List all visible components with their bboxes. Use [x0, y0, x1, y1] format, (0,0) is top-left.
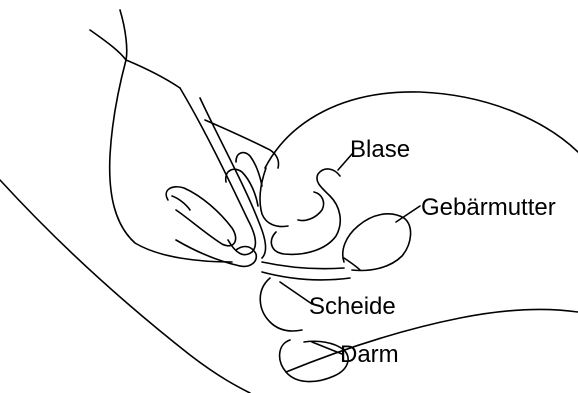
- finger-curled-2: [226, 169, 258, 206]
- leader-gebaermutter: [396, 206, 420, 222]
- finger-curled-1: [166, 187, 235, 246]
- abdomen-outline: [265, 92, 578, 168]
- leader-scheide: [280, 282, 312, 304]
- forearm: [90, 30, 126, 60]
- finger-tip-lower: [236, 247, 256, 267]
- label-bowel: Darm: [340, 342, 399, 368]
- body-outline: [0, 180, 250, 393]
- bladder-inner: [298, 192, 324, 221]
- finger-nail-1: [172, 196, 190, 210]
- leader-darm: [312, 342, 342, 354]
- uterus-shape: [343, 214, 411, 271]
- uterus-cervix: [344, 258, 360, 270]
- label-uterus: Gebärmutter: [421, 195, 556, 221]
- vagina-curve: [260, 278, 302, 331]
- vagina-upper: [262, 262, 344, 269]
- vagina-lower: [262, 272, 350, 280]
- label-bladder: Blase: [350, 137, 410, 163]
- label-vagina: Scheide: [309, 294, 396, 320]
- inner-tract: [260, 168, 288, 227]
- finger-index: [180, 88, 255, 255]
- wrist-top: [126, 60, 180, 88]
- bladder-shape: [271, 169, 340, 254]
- pubic-line: [205, 120, 279, 168]
- forearm-back: [110, 10, 232, 262]
